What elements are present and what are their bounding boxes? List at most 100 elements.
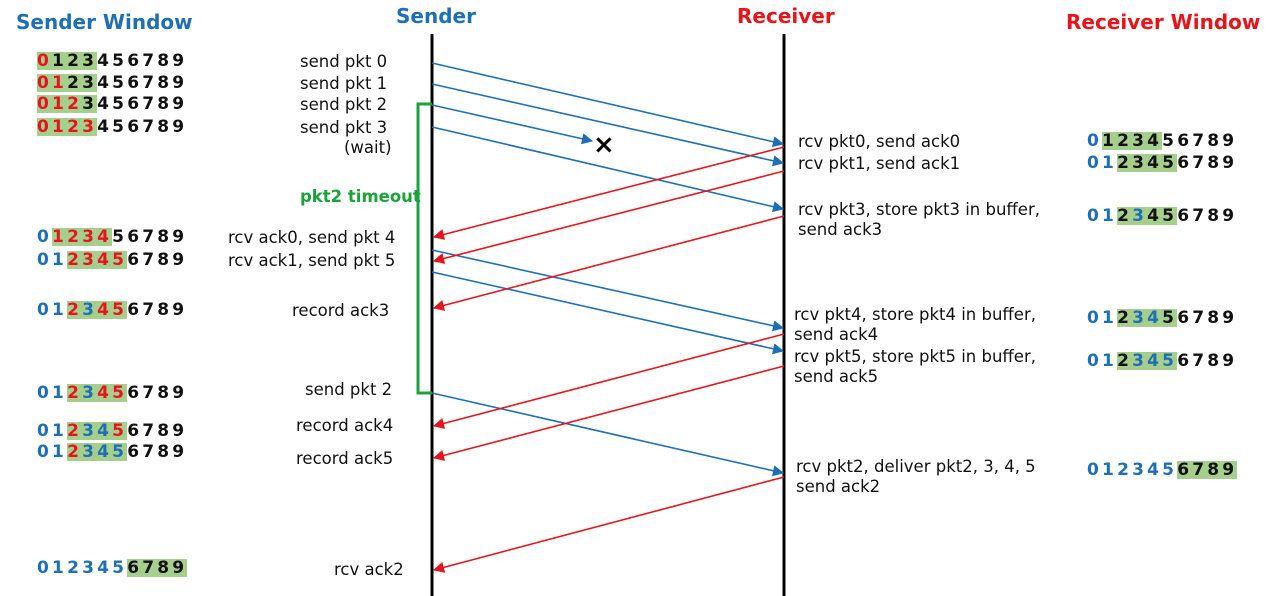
sender-window-header: Sender Window [16, 10, 193, 34]
seq-digit: 8 [1207, 351, 1223, 371]
receiver-event: rcv pkt4, store pkt4 in buffer, [794, 305, 1036, 324]
seq-digit: 7 [142, 73, 158, 93]
receiver-event: rcv pkt5, store pkt5 in buffer, [794, 347, 1036, 366]
seq-digit: 8 [157, 51, 173, 71]
seq-digit: 5 [1162, 308, 1178, 328]
seq-digit: 3 [82, 250, 98, 270]
seq-digit: 3 [82, 383, 98, 403]
seq-digit: 4 [97, 94, 113, 114]
receiver-event: send ack2 [796, 477, 881, 496]
receiver-event: send ack3 [798, 220, 883, 239]
seq-digit: 7 [1192, 460, 1208, 480]
seq-digit: 1 [52, 94, 68, 114]
sender-window-row: 0123456789 [37, 52, 187, 70]
seq-digit: 9 [172, 300, 188, 320]
seq-digit: 2 [67, 73, 83, 93]
seq-digit: 9 [1222, 351, 1238, 371]
seq-digit: 5 [1162, 351, 1178, 371]
seq-digit: 5 [112, 300, 128, 320]
seq-digit: 5 [1162, 131, 1178, 151]
ack1-arrow [432, 170, 785, 264]
seq-digit: 9 [1222, 153, 1238, 173]
seq-digit: 0 [37, 117, 53, 137]
seq-digit: 1 [1102, 351, 1118, 371]
seq-digit: 8 [157, 442, 173, 462]
seq-digit: 7 [142, 300, 158, 320]
sender-event: record ack5 [296, 449, 394, 468]
seq-digit: 0 [37, 442, 53, 462]
seq-digit: 4 [97, 383, 113, 403]
seq-digit: 0 [37, 227, 53, 247]
seq-digit: 6 [127, 94, 143, 114]
seq-digit: 4 [97, 442, 113, 462]
ack2-arrow [432, 476, 785, 573]
seq-digit: 8 [157, 73, 173, 93]
seq-digit: 7 [142, 227, 158, 247]
seq-digit: 7 [142, 117, 158, 137]
sender-window-row: 0123456789 [37, 118, 187, 136]
seq-digit: 7 [142, 383, 158, 403]
seq-digit: 1 [52, 442, 68, 462]
seq-digit: 5 [112, 421, 128, 441]
seq-digit: 3 [82, 117, 98, 137]
sender-header: Sender [396, 4, 476, 28]
seq-digit: 3 [1132, 206, 1148, 226]
seq-digit: 0 [37, 383, 53, 403]
seq-digit: 8 [1207, 460, 1223, 480]
sender-window-row: 0123456789 [37, 228, 187, 246]
receiver-event: send ack4 [794, 325, 879, 344]
seq-digit: 8 [1207, 206, 1223, 226]
receiver-event: rcv pkt2, deliver pkt2, 3, 4, 5 [796, 457, 1036, 476]
seq-digit: 6 [1177, 131, 1193, 151]
seq-digit: 3 [1132, 460, 1148, 480]
lost-marker-icon: × [593, 130, 615, 160]
seq-digit: 7 [1192, 131, 1208, 151]
seq-digit: 6 [127, 51, 143, 71]
seq-digit: 6 [127, 73, 143, 93]
seq-digit: 7 [1192, 308, 1208, 328]
seq-digit: 0 [1087, 308, 1103, 328]
sender-event: rcv ack0, send pkt 4 [228, 228, 396, 247]
seq-digit: 9 [1222, 308, 1238, 328]
seq-digit: 5 [1162, 206, 1178, 226]
seq-digit: 6 [127, 421, 143, 441]
seq-digit: 9 [172, 73, 188, 93]
seq-digit: 6 [1177, 460, 1193, 480]
pkt0-arrow [431, 62, 785, 148]
seq-digit: 1 [52, 421, 68, 441]
sender-window-row: 0123456789 [37, 422, 187, 440]
seq-digit: 7 [1192, 351, 1208, 371]
seq-digit: 4 [97, 117, 113, 137]
seq-digit: 5 [112, 227, 128, 247]
seq-digit: 4 [1147, 460, 1163, 480]
seq-digit: 2 [67, 117, 83, 137]
seq-digit: 7 [142, 442, 158, 462]
seq-digit: 1 [1102, 131, 1118, 151]
seq-digit: 7 [142, 94, 158, 114]
seq-digit: 2 [1117, 351, 1133, 371]
sender-event: rcv ack2 [334, 560, 404, 579]
seq-digit: 3 [82, 558, 98, 578]
seq-digit: 3 [1132, 131, 1148, 151]
seq-digit: 5 [1162, 460, 1178, 480]
ack3-arrow [432, 215, 785, 311]
seq-digit: 9 [1222, 460, 1238, 480]
seq-digit: 5 [112, 51, 128, 71]
receiver-window-row: 0123456789 [1087, 460, 1238, 480]
receiver-event: rcv pkt0, send ack0 [798, 132, 961, 151]
sender-window-row: 0123456789 [37, 251, 187, 269]
seq-digit: 4 [97, 558, 113, 578]
seq-digit: 7 [142, 250, 158, 270]
receiver-window-row: 0123456789 [1087, 352, 1237, 370]
sender-window-row: 0123456789 [37, 95, 187, 113]
receiver-header: Receiver [737, 4, 835, 28]
receiver-event: send ack5 [794, 367, 879, 386]
receiver-window-row: 0123456789 [1087, 132, 1237, 150]
seq-digit: 2 [67, 383, 83, 403]
seq-digit: 3 [82, 51, 98, 71]
seq-digit: 6 [127, 227, 143, 247]
receiver-event: rcv pkt3, store pkt3 in buffer, [798, 200, 1040, 219]
seq-digit: 1 [1102, 308, 1118, 328]
seq-digit: 0 [37, 51, 53, 71]
